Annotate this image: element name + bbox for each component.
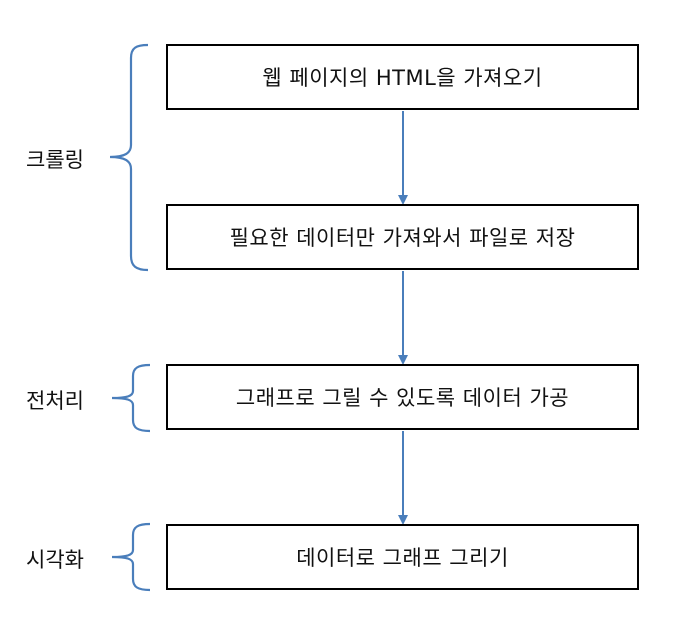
brace-crawling	[109, 43, 149, 272]
group-label-preprocessing: 전처리	[26, 389, 84, 413]
step-label-process-data: 그래프로 그릴 수 있도록 데이터 가공	[235, 386, 570, 410]
step-label-draw-graph: 데이터로 그래프 그리기	[296, 546, 509, 570]
group-label-visualization: 시각화	[26, 548, 84, 572]
step-label-save-data: 필요한 데이터만 가져와서 파일로 저장	[229, 226, 576, 250]
brace-preprocessing	[111, 363, 151, 433]
group-label-crawling: 크롤링	[26, 148, 84, 172]
step-box-save-data: 필요한 데이터만 가져와서 파일로 저장	[166, 204, 639, 270]
brace-visualization	[111, 522, 151, 592]
step-box-process-data: 그래프로 그릴 수 있도록 데이터 가공	[166, 364, 639, 430]
step-label-fetch-html: 웹 페이지의 HTML을 가져오기	[262, 66, 543, 90]
step-box-fetch-html: 웹 페이지의 HTML을 가져오기	[166, 44, 639, 110]
step-box-draw-graph: 데이터로 그래프 그리기	[166, 524, 639, 590]
